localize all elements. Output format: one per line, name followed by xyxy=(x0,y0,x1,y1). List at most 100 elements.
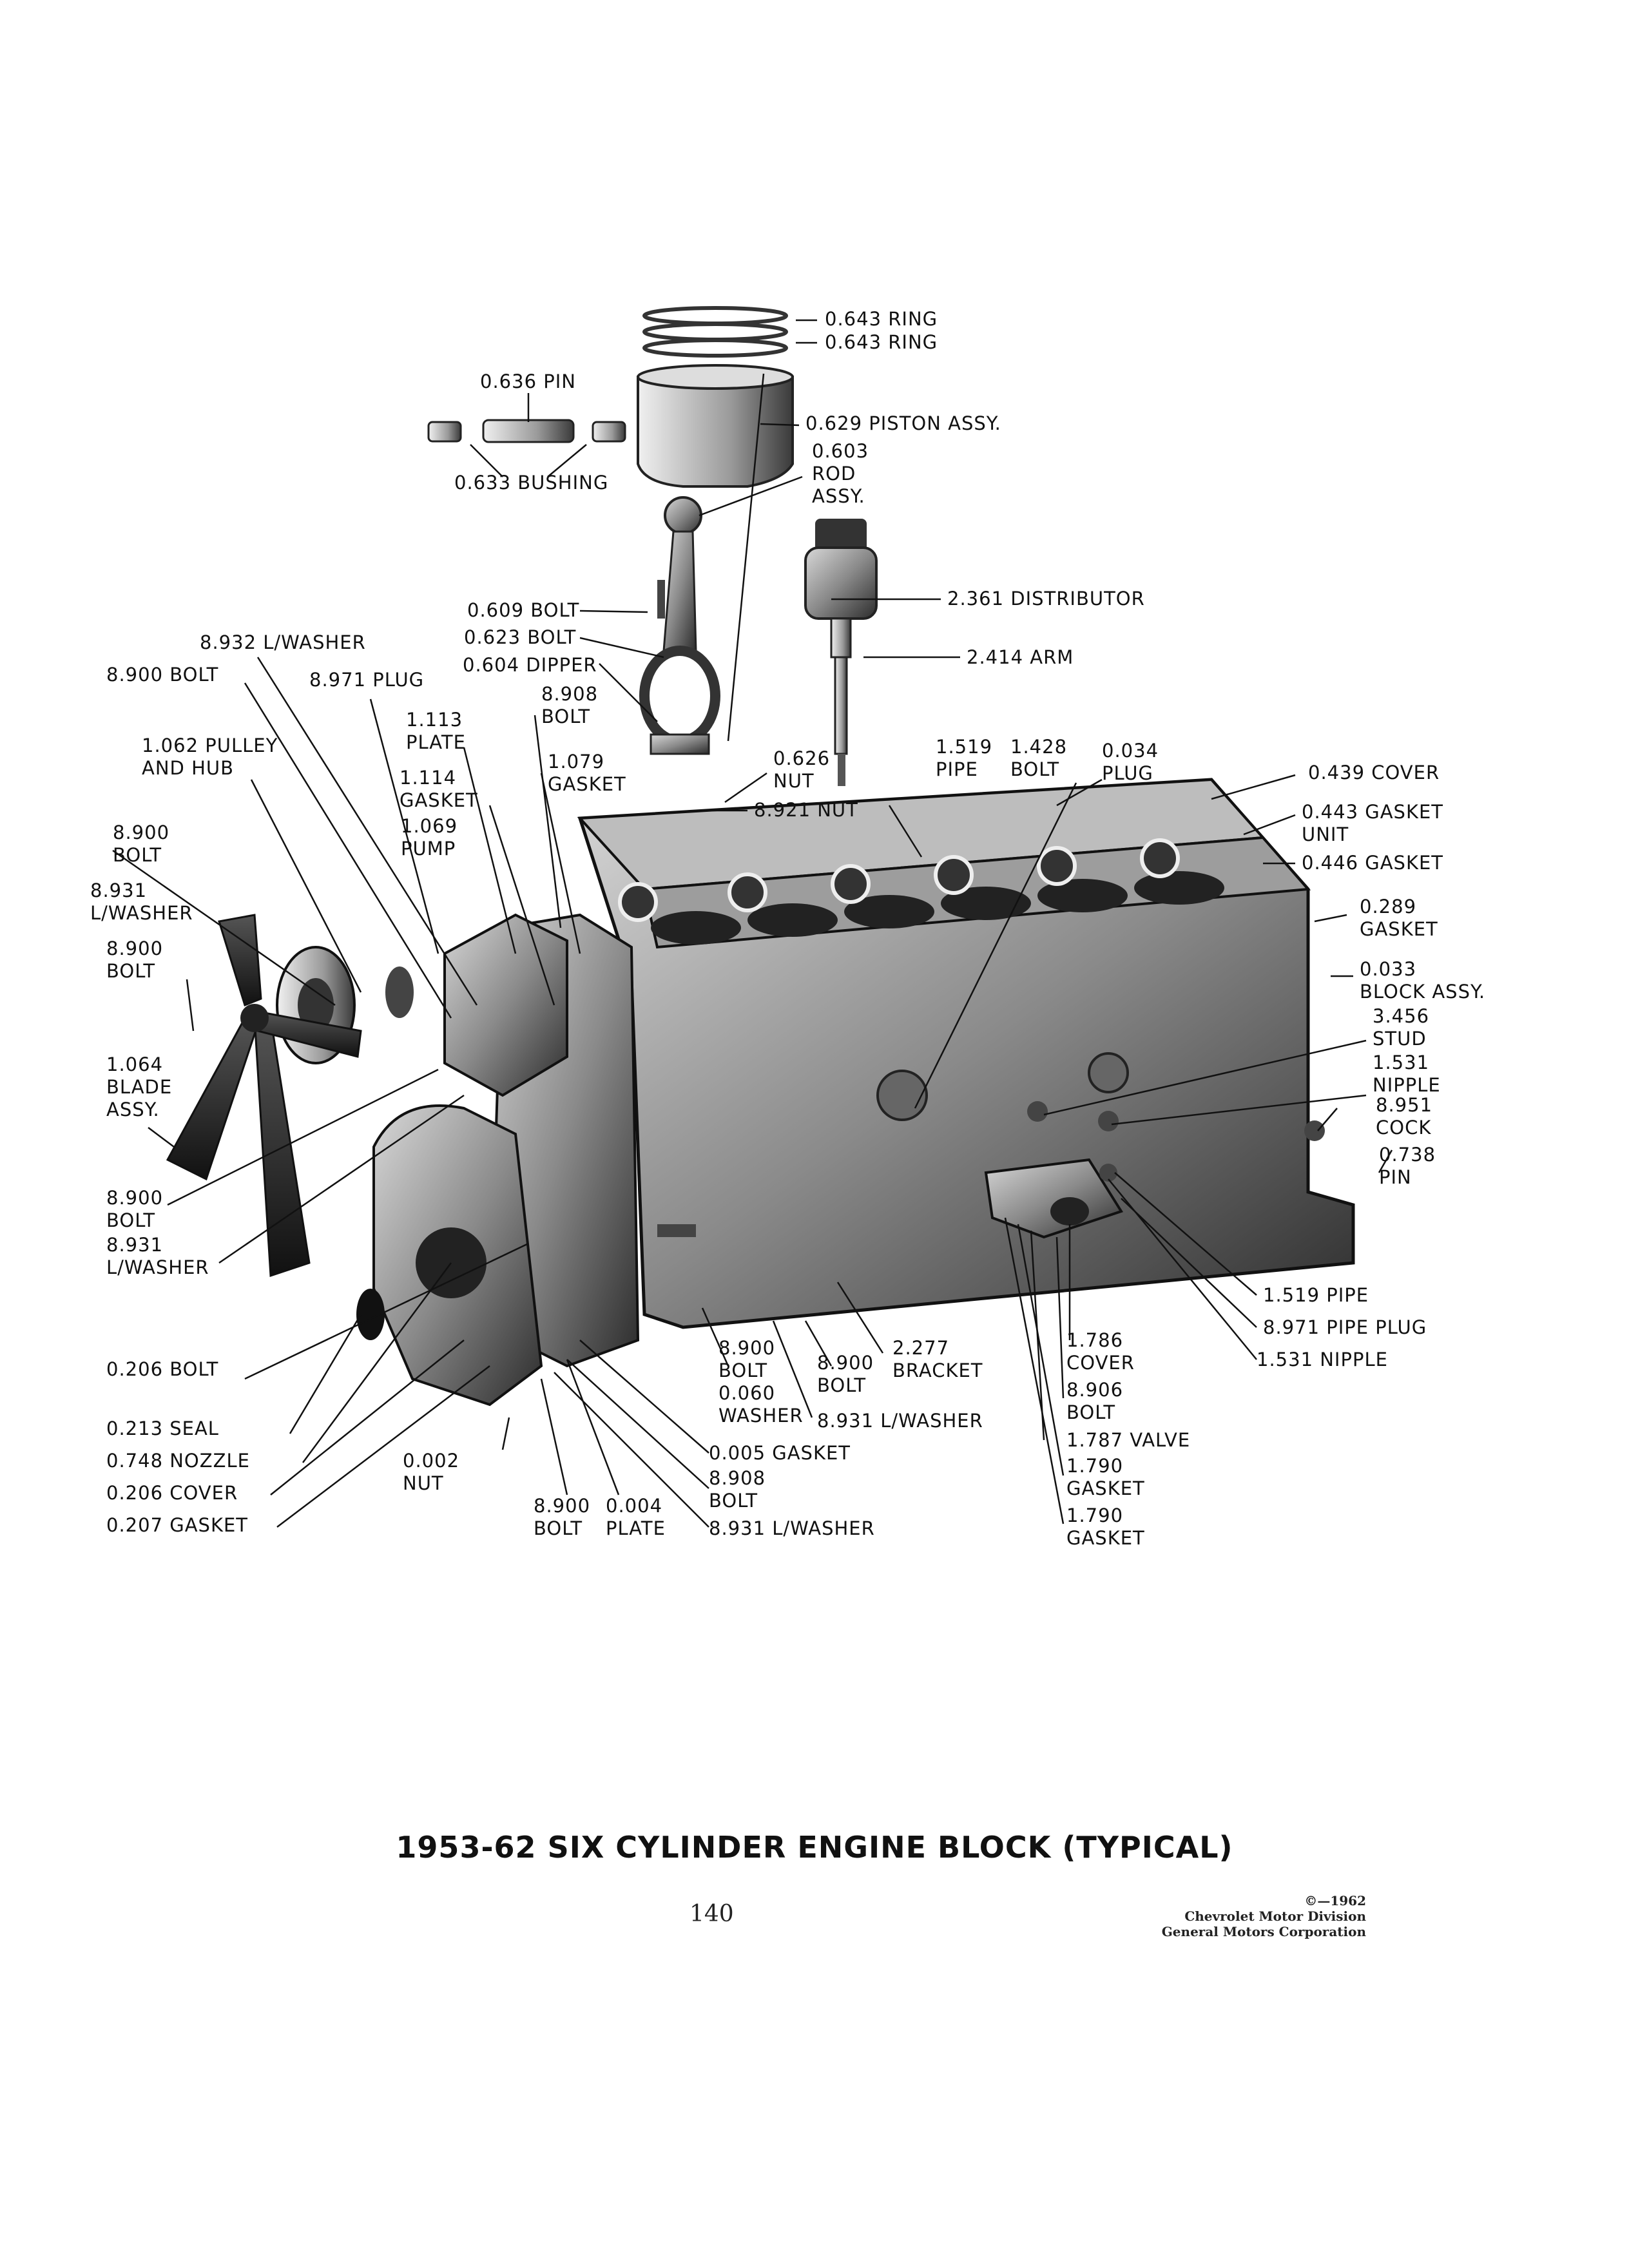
callout-arm: 2.414 ARM xyxy=(967,646,1074,669)
callout-line: 8.951 xyxy=(1376,1094,1433,1116)
callout-line: ASSY. xyxy=(812,485,865,507)
callout-line: GASKET xyxy=(548,773,626,795)
callout-ring-2: 0.643 RING xyxy=(825,331,938,354)
callout-line: 0.636 PIN xyxy=(480,370,576,392)
copyright-division: Chevrolet Motor Division xyxy=(1184,1908,1366,1924)
callout-line: 8.900 xyxy=(113,822,170,843)
callout-line: BOLT xyxy=(1010,758,1060,780)
callout-line: 8.906 xyxy=(1066,1379,1124,1401)
callout-bolt-609: 0.609 BOLT xyxy=(467,599,579,622)
callout-bolt-8900-top: 8.900 BOLT xyxy=(106,664,218,686)
callout-line: 0.443 GASKET xyxy=(1302,801,1444,823)
oil-filter-assembly xyxy=(984,1158,1124,1239)
callout-gasket-005: 0.005 GASKET xyxy=(709,1442,851,1465)
distributor xyxy=(804,519,878,786)
callout-line: 1.069 xyxy=(401,815,458,837)
callout-line: 0.604 DIPPER xyxy=(463,654,597,676)
callout-line: 8.900 xyxy=(817,1352,874,1374)
callout-line: BOLT xyxy=(1066,1401,1116,1423)
callout-line: 0.034 xyxy=(1102,740,1159,762)
callout-line: BOLT xyxy=(106,1209,156,1231)
callout-line: 8.900 BOLT xyxy=(106,664,219,686)
callout-gasket-446: 0.446 GASKET xyxy=(1302,852,1443,874)
piston-rings xyxy=(642,306,788,358)
callout-line: 1.519 xyxy=(936,736,993,758)
callout-line: BOLT xyxy=(534,1517,583,1539)
callout-line: 0.626 xyxy=(773,747,831,769)
callout-line: 0.609 BOLT xyxy=(467,599,580,621)
callout-line: 1.114 xyxy=(400,767,457,789)
callout-line: 0.004 xyxy=(606,1495,663,1517)
callout-line: 0.002 xyxy=(403,1450,460,1472)
callout-line: L/WASHER xyxy=(106,1256,209,1278)
callout-line: 8.921 NUT xyxy=(754,799,858,821)
callout-nipple-1531-low: 1.531 NIPPLE xyxy=(1257,1349,1388,1371)
page-number: 140 xyxy=(689,1901,734,1927)
callout-line: 1.428 xyxy=(1010,736,1068,758)
callout-line: 0.005 GASKET xyxy=(709,1442,851,1464)
callout-line: 1.113 xyxy=(406,709,463,731)
callout-line: L/WASHER xyxy=(90,902,193,924)
callout-line: 0.206 COVER xyxy=(106,1482,238,1504)
callout-line: 0.289 xyxy=(1360,896,1417,918)
copyright-notice: ©—1962 Chevrolet Motor Division General … xyxy=(1031,1893,1366,1939)
callout-line: PLATE xyxy=(406,731,466,753)
callout-pipe-plug-8971: 8.971 PIPE PLUG xyxy=(1263,1316,1427,1339)
connecting-rod xyxy=(639,496,720,755)
callout-line: 1.519 PIPE xyxy=(1263,1284,1369,1306)
callout-line: 2.361 DISTRIBUTOR xyxy=(947,588,1145,610)
callout-line: GASKET xyxy=(1360,918,1438,940)
callout-line: BRACKET xyxy=(892,1360,983,1381)
callout-line: 1.790 xyxy=(1066,1455,1124,1477)
callout-line: STUD xyxy=(1373,1028,1427,1050)
callout-lwasher-8932: 8.932 L/WASHER xyxy=(200,631,366,654)
callout-nozzle-748: 0.748 NOZZLE xyxy=(106,1450,250,1472)
callout-line: ROD xyxy=(812,463,856,485)
callout-line: 0.446 GASKET xyxy=(1302,852,1444,874)
callout-line: 0.603 xyxy=(812,440,869,462)
callout-line: BOLT xyxy=(709,1490,758,1512)
callout-line: 1.786 xyxy=(1066,1329,1124,1351)
callout-line: GASKET xyxy=(400,789,478,811)
callout-line: 0.033 xyxy=(1360,958,1417,980)
callout-line: 2.277 xyxy=(892,1337,950,1359)
callout-line: BOLT xyxy=(541,706,591,727)
callout-line: GASKET xyxy=(1066,1477,1145,1499)
callout-pin-636: 0.636 PIN xyxy=(480,370,576,393)
callout-line: AND HUB xyxy=(142,757,235,779)
callout-line: PLUG xyxy=(1102,762,1153,784)
callout-line: UNIT xyxy=(1302,823,1349,845)
callout-bolt-206: 0.206 BOLT xyxy=(106,1358,218,1381)
water-pump xyxy=(443,913,568,1097)
piston xyxy=(637,364,794,488)
callout-line: 2.414 ARM xyxy=(967,646,1074,668)
callout-line: BOLT xyxy=(718,1360,768,1381)
callout-line: 0.633 BUSHING xyxy=(454,472,609,494)
callout-line: 1.531 NIPPLE xyxy=(1257,1349,1388,1370)
callout-line: 8.900 xyxy=(106,1187,164,1209)
callout-nut-8921: 8.921 NUT xyxy=(754,799,858,822)
callout-line: 8.931 L/WASHER xyxy=(817,1410,983,1432)
callout-line: ASSY. xyxy=(106,1099,160,1120)
cylinder-bores xyxy=(651,871,1224,945)
